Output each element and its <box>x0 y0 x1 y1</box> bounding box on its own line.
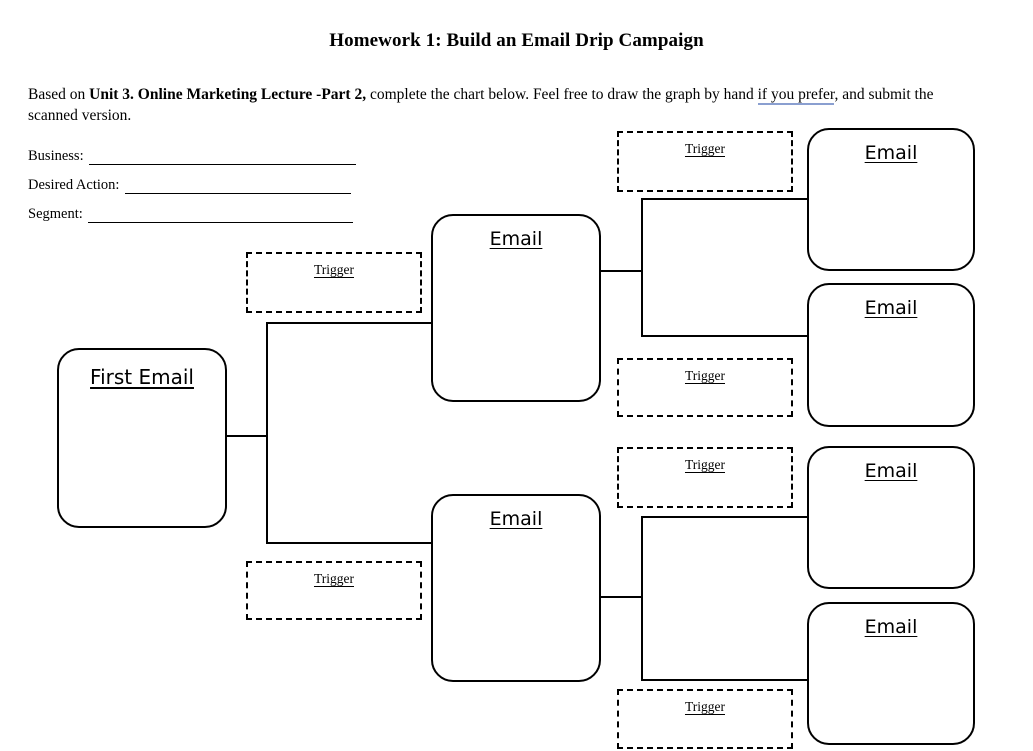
connector-to-email-r3 <box>641 516 809 519</box>
connector-first-email-split-vertical <box>266 322 269 544</box>
node-email-mid-top-label: Email <box>489 228 543 250</box>
page-title: Homework 1: Build an Email Drip Campaign <box>329 30 704 51</box>
connector-to-email-mid-top <box>266 322 433 325</box>
node-trigger-4-label: Trigger <box>684 368 725 383</box>
node-email-r2[interactable]: Email <box>807 283 975 427</box>
connector-email-mid-top-stub <box>600 270 643 273</box>
intro-text-3: , and submit the scanned version. <box>28 86 934 124</box>
field-business-input[interactable] <box>88 151 356 165</box>
node-trigger-6-label: Trigger <box>684 699 725 714</box>
node-email-mid-bot[interactable]: Email <box>431 494 601 682</box>
node-email-r1-label: Email <box>864 142 918 164</box>
connector-email-mid-bot-split-vertical <box>641 516 644 681</box>
connector-to-email-mid-bot <box>266 542 433 545</box>
node-email-r3-label: Email <box>864 460 918 482</box>
field-segment-label: Segment: <box>28 206 83 222</box>
node-trigger-3[interactable]: Trigger <box>617 131 793 192</box>
node-email-r1[interactable]: Email <box>807 128 975 271</box>
node-trigger-5[interactable]: Trigger <box>617 447 793 508</box>
node-trigger-4[interactable]: Trigger <box>617 358 793 417</box>
node-trigger-1-label: Trigger <box>313 262 354 277</box>
connector-to-email-r2 <box>641 335 809 338</box>
intro-text-2: complete the chart below. Feel free to d… <box>366 86 758 103</box>
field-desired-action-label: Desired Action: <box>28 177 120 193</box>
node-trigger-6[interactable]: Trigger <box>617 689 793 749</box>
node-email-r4-label: Email <box>864 616 918 638</box>
node-email-mid-bot-label: Email <box>489 508 543 530</box>
field-business: Business: <box>28 148 356 165</box>
field-desired-action: Desired Action: <box>28 177 352 194</box>
node-email-r2-label: Email <box>864 297 918 319</box>
field-business-label: Business: <box>28 148 84 164</box>
connector-first-email-stub <box>227 435 268 438</box>
node-email-mid-top[interactable]: Email <box>431 214 601 402</box>
intro-text-1: Based on <box>28 86 90 103</box>
field-segment-input[interactable] <box>87 209 353 223</box>
node-first-email[interactable]: First Email <box>57 348 227 528</box>
connector-email-mid-top-split-vertical <box>641 198 644 337</box>
node-email-r3[interactable]: Email <box>807 446 975 589</box>
node-trigger-2-label: Trigger <box>313 571 354 586</box>
connector-email-mid-bot-stub <box>600 596 643 599</box>
connector-to-email-r4 <box>641 679 809 682</box>
if-you-prefer-link[interactable]: if you prefer <box>757 86 835 105</box>
node-trigger-2[interactable]: Trigger <box>246 561 422 620</box>
node-email-r4[interactable]: Email <box>807 602 975 745</box>
node-trigger-3-label: Trigger <box>684 141 725 156</box>
field-segment: Segment: <box>28 206 353 223</box>
node-trigger-1[interactable]: Trigger <box>246 252 422 313</box>
node-first-email-label: First Email <box>90 365 194 389</box>
node-trigger-5-label: Trigger <box>684 457 725 472</box>
connector-to-email-r1 <box>641 198 809 201</box>
field-desired-action-input[interactable] <box>125 180 352 194</box>
intro-bold-reference: Unit 3. Online Marketing Lecture -Part 2… <box>89 86 367 103</box>
intro-paragraph: Based on Unit 3. Online Marketing Lectur… <box>28 84 972 126</box>
